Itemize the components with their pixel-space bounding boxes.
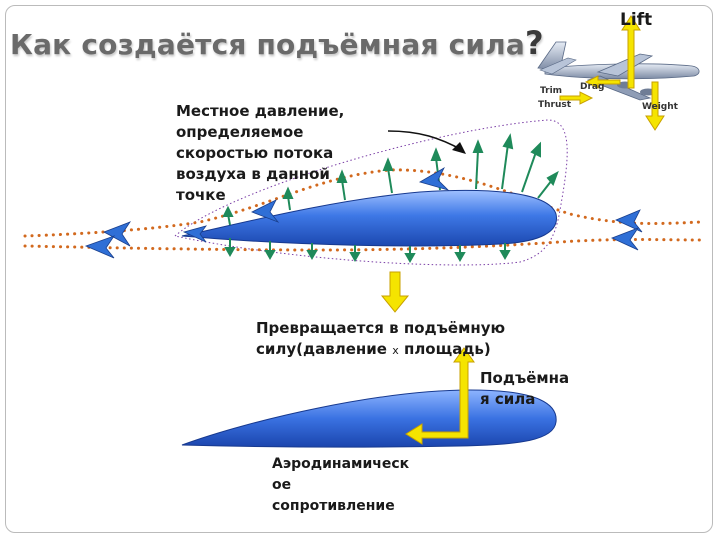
drag-label-line: ое [272, 477, 292, 493]
pressure-label-line: Местное давление, [176, 102, 345, 120]
streamlines [23, 168, 702, 252]
drag-label: Аэродинамическ ое сопротивление [272, 454, 472, 517]
flow-arrow-upper-1 [251, 199, 280, 223]
flow-arrow-left-inner [182, 225, 208, 243]
slide-title-mark: ? [525, 24, 544, 62]
drag-label-line: Аэродинамическ [272, 456, 410, 472]
flow-arrows [84, 166, 643, 259]
inset-trim-label: Trim [540, 86, 563, 96]
flow-arrow-upper-2 [418, 166, 450, 191]
lift-label: Подъёмна я сила [480, 368, 600, 410]
pressure-label-line: скоростью потока [176, 144, 334, 162]
flow-arrow-left-upper [103, 221, 132, 247]
streamline-upper [23, 168, 702, 238]
airplane-inset [537, 15, 700, 131]
pressure-arrows-lower [224, 238, 511, 264]
slide-title: Как создаётся подъёмная сила? [10, 24, 544, 62]
airfoil-main [181, 189, 557, 247]
drag-label-line: сопротивление [272, 498, 395, 514]
converts-label-line: Превращается в подъёмную [256, 319, 506, 337]
converts-label-line: силу(давление x площадь) [256, 340, 491, 358]
flow-arrow-right-upper [615, 209, 643, 233]
pressure-arrows-upper [222, 133, 559, 226]
lift-label-line: Подъёмна [480, 369, 570, 387]
slide-title-text: Как создаётся подъёмная сила [10, 28, 525, 61]
inset-lift-label: Lift [620, 10, 653, 30]
multiply-sign: x [392, 344, 399, 357]
streamline-lower [23, 238, 702, 252]
inset-thrust-label: Thrust [538, 100, 572, 110]
flow-arrow-right-lower [610, 227, 640, 251]
inset-drag-label: Drag [580, 82, 605, 92]
pressure-label-line: определяемое [176, 123, 304, 141]
flow-arrow-left-lower [84, 235, 116, 259]
pressure-label-line: точке [176, 186, 226, 204]
pressure-label-line: воздуха в данной [176, 165, 330, 183]
pressure-envelope [173, 119, 568, 266]
lift-drag-arrow [405, 347, 475, 445]
pressure-label: Местное давление, определяемое скоростью… [176, 101, 396, 206]
lift-label-line: я сила [480, 390, 536, 408]
convert-arrow [380, 271, 410, 313]
slide-frame [5, 5, 713, 533]
converts-label: Превращается в подъёмную силу(давление x… [256, 318, 576, 361]
inset-weight-label: Weight [642, 102, 678, 112]
